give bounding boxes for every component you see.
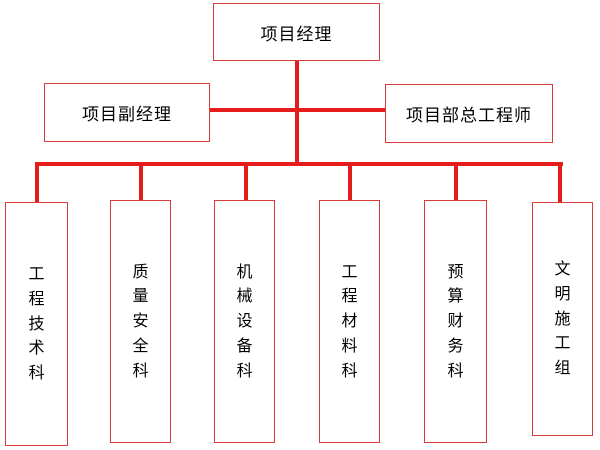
deputy-manager-box: 项目副经理 [44, 83, 210, 142]
connector-drop-2 [139, 162, 143, 202]
connector-right-branch [297, 108, 386, 112]
department-label-2: 质量安全科 [132, 261, 149, 380]
department-label-4: 工程材料科 [341, 261, 358, 380]
department-box-5: 预算财务科 [424, 200, 487, 443]
connector-drop-1 [35, 162, 39, 204]
department-box-4: 工程材料科 [319, 200, 380, 443]
connector-left-branch [209, 108, 297, 112]
chief-engineer-label: 项目部总工程师 [406, 106, 532, 126]
connector-trunk [295, 60, 299, 164]
department-label-5: 预算财务科 [447, 261, 464, 380]
connector-bus [35, 162, 563, 166]
project-manager-box: 项目经理 [213, 3, 380, 61]
connector-drop-4 [348, 162, 352, 202]
department-box-3: 机械设备科 [214, 200, 275, 443]
chief-engineer-box: 项目部总工程师 [385, 84, 553, 143]
department-label-1: 工程技术科 [28, 264, 45, 383]
department-label-3: 机械设备科 [236, 261, 253, 380]
connector-drop-5 [454, 162, 458, 202]
department-box-2: 质量安全科 [110, 200, 171, 443]
project-manager-label: 项目经理 [260, 24, 333, 45]
deputy-manager-label: 项目副经理 [82, 105, 172, 125]
connector-drop-3 [244, 162, 248, 202]
department-box-1: 工程技术科 [5, 202, 68, 446]
connector-drop-6 [558, 162, 562, 204]
department-box-6: 文明施工组 [532, 202, 593, 436]
department-label-6: 文明施工组 [554, 259, 571, 378]
